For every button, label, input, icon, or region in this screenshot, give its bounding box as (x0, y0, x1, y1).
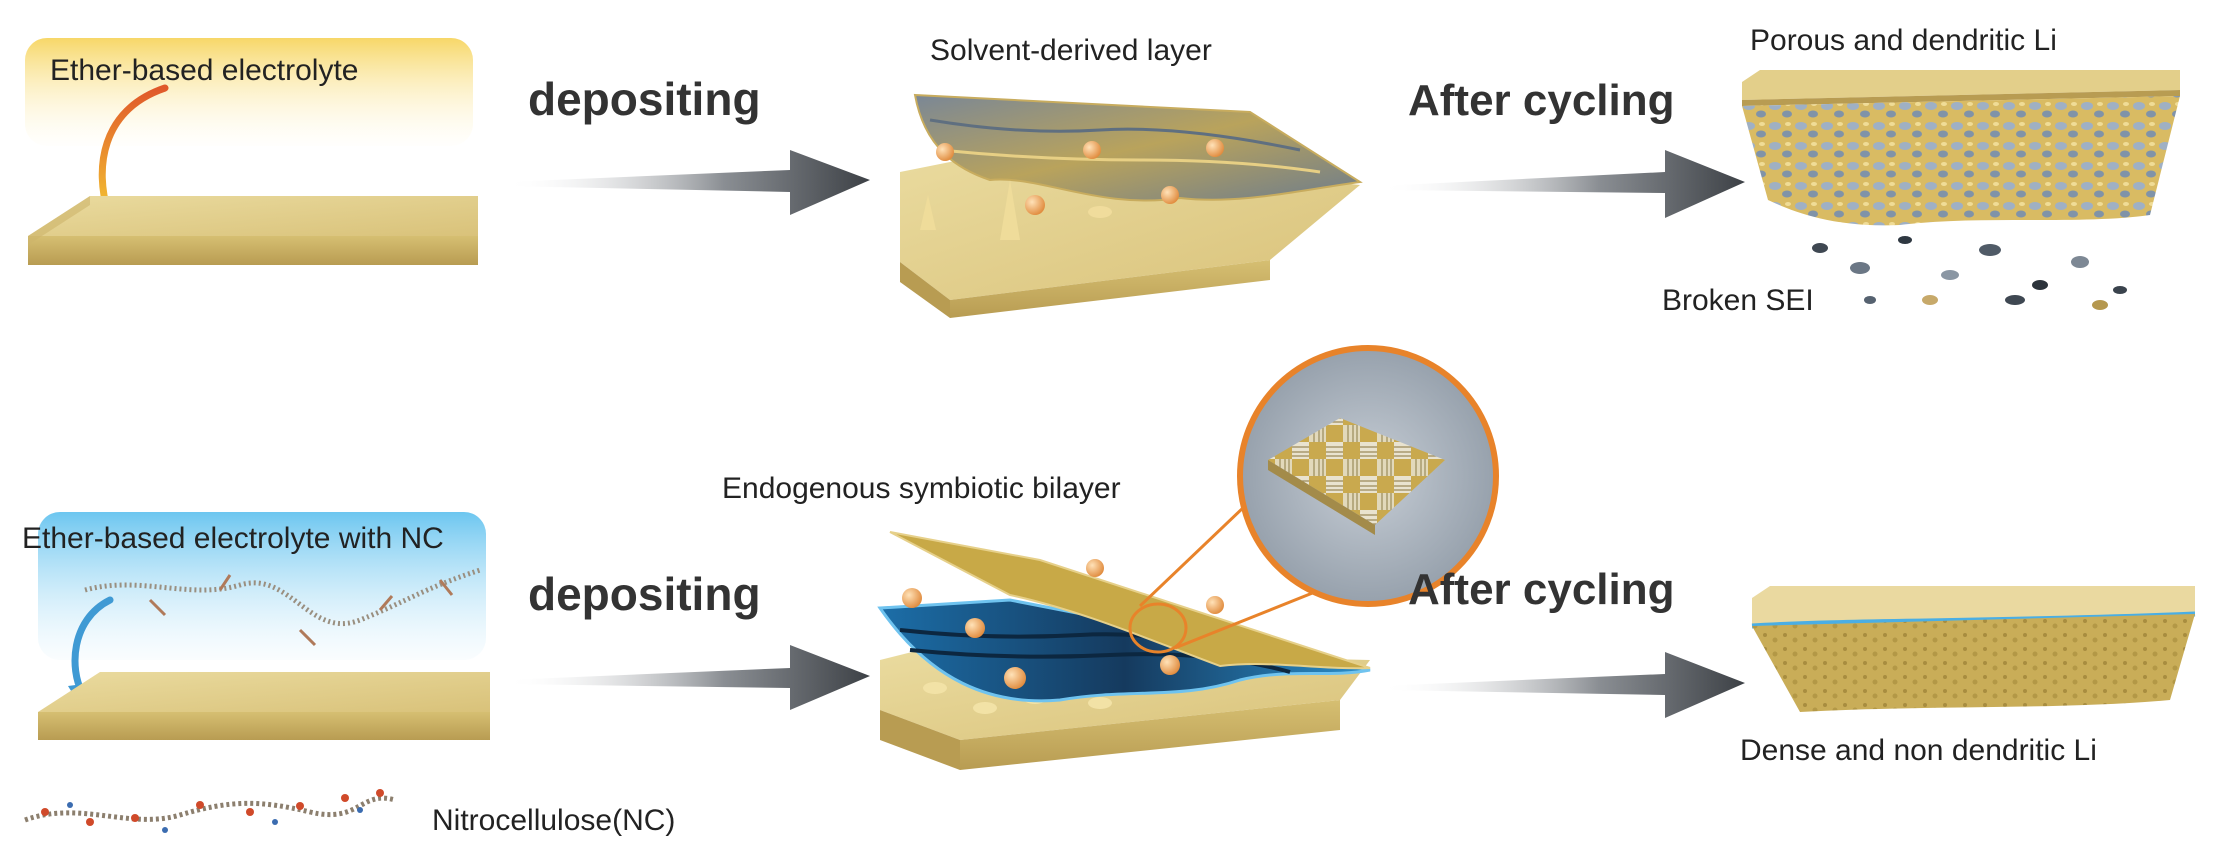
bottom-after-cycling-arrow (1380, 652, 1745, 718)
bottom-layer-label: Endogenous symbiotic bilayer (722, 472, 1121, 505)
li-ion (1083, 141, 1101, 159)
li-ion (965, 618, 985, 638)
top-cycling-label: After cycling (1408, 76, 1675, 125)
li-ion (1025, 195, 1045, 215)
top-layer-label: Solvent-derived layer (930, 34, 1212, 67)
solvent-derived-film (913, 93, 1363, 202)
broken-sei-label: Broken SEI (1662, 284, 1814, 317)
top-bare-li-substrate (28, 196, 478, 265)
bilayer-zoom-inset (1237, 345, 1499, 607)
bilayer-gold-outer-layer (889, 531, 1371, 670)
li-ion (1004, 667, 1026, 689)
bottom-depositing-arrow (505, 645, 870, 710)
bottom-cycling-label: After cycling (1408, 565, 1675, 614)
li-ion (1086, 559, 1104, 577)
li-ion (902, 588, 922, 608)
li-ion (1161, 186, 1179, 204)
nc-molecule-legend (24, 789, 396, 833)
li-ion (1160, 655, 1180, 675)
bottom-dense-non-dendritic-li (1751, 586, 2196, 712)
top-after-cycling-arrow (1380, 150, 1745, 218)
top-electrolyte-label: Ether-based electrolyte (50, 54, 359, 87)
nc-legend-label: Nitrocellulose(NC) (432, 804, 675, 837)
bilayer-blue-inner-layer (877, 598, 1371, 703)
bottom-symbiotic-bilayer-electrode (877, 504, 1396, 770)
top-depositing-arrow (505, 150, 870, 215)
zoom-focus-circle (1128, 602, 1188, 654)
top-porous-dendritic-li (1742, 70, 2180, 226)
nc-electrolyte-glow (38, 512, 486, 660)
top-depositing-label: depositing (528, 73, 761, 125)
broken-sei-particles (1812, 236, 2127, 310)
top-result-label: Porous and dendritic Li (1750, 24, 2057, 57)
bottom-electrolyte-flow-arrow (71, 596, 114, 696)
bottom-electrolyte-label: Ether-based electrolyte with NC (22, 522, 444, 555)
bottom-result-label: Dense and non dendritic Li (1740, 734, 2097, 767)
bottom-depositing-label: depositing (528, 568, 761, 620)
li-ion (1206, 596, 1224, 614)
zoom-connector-line (1138, 504, 1247, 608)
bottom-bare-li-substrate (38, 672, 490, 740)
li-ion (1206, 139, 1224, 157)
top-solvent-derived-layer-electrode (900, 93, 1363, 318)
ether-electrolyte-glow (25, 38, 473, 146)
li-ion (936, 143, 954, 161)
